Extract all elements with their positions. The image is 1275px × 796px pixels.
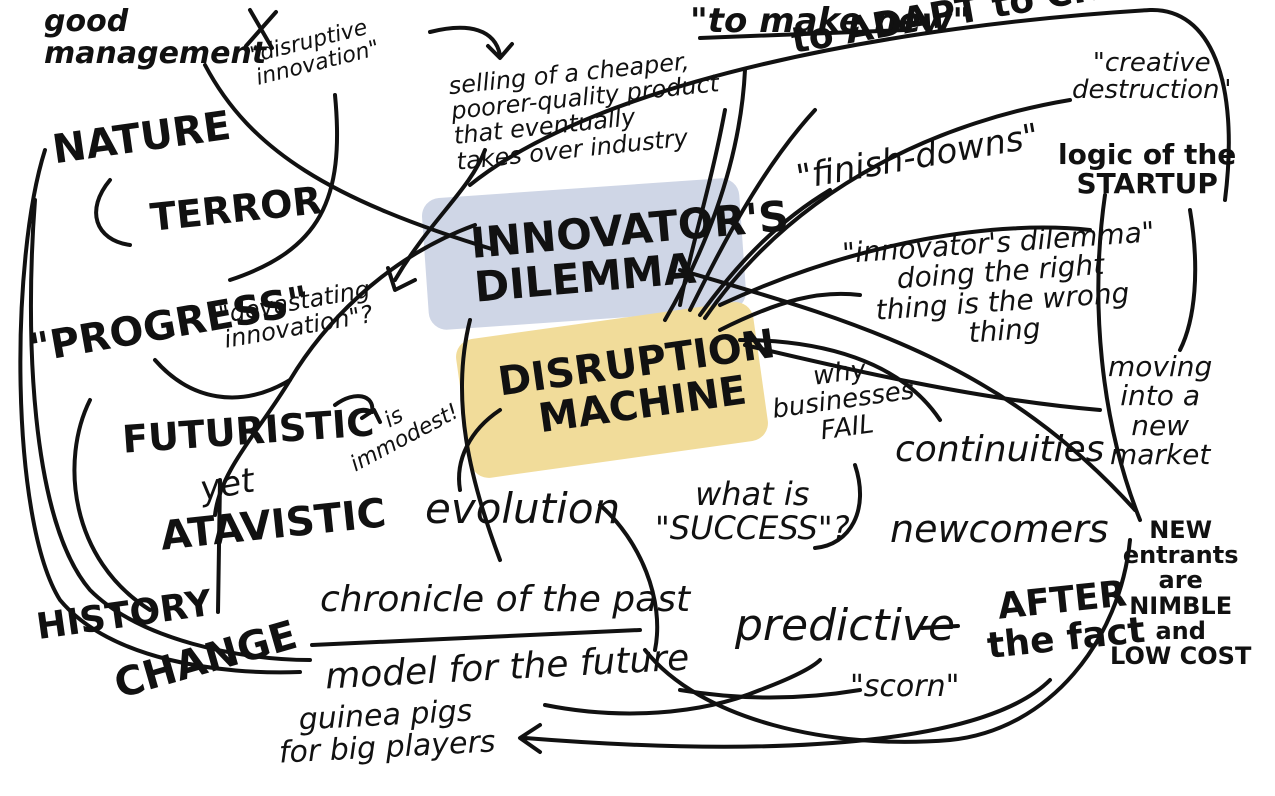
note-logic-of-the-startup: logic of the STARTUP	[1058, 138, 1237, 201]
arrow-immodest	[333, 394, 382, 424]
spoke-new-market	[743, 343, 1102, 412]
note-good-management: good management	[44, 4, 267, 71]
note-innovators-dilemma-quote: "innovator's dilemma" doing the right th…	[841, 215, 1156, 350]
line-selling-to-finish	[678, 108, 727, 307]
spoke-logic-right	[718, 225, 1092, 307]
x-mark-stroke	[244, 8, 278, 50]
arrow-disruptive-to-selling	[428, 25, 514, 60]
arc-selling-to-creative	[468, 7, 1231, 202]
line-dilemma-vertical	[460, 318, 502, 562]
spoke-finish	[698, 188, 832, 317]
underline-make-new	[698, 28, 907, 40]
sweep-predictive	[543, 658, 822, 716]
spoke-startup	[703, 98, 1072, 320]
line-startup-to-moving	[1178, 208, 1198, 352]
note-continuities: continuities	[895, 429, 1105, 470]
spoke-dilemma-quote	[718, 291, 862, 332]
line-progress-to-disruptive	[228, 93, 340, 282]
loop-nature-inner	[28, 198, 312, 662]
note-to-make-new: "to make new"	[690, 1, 971, 41]
note-predictive: predictive	[735, 600, 956, 651]
line-dilemma-to-futuristic	[213, 223, 477, 517]
line-predictive-after	[920, 624, 960, 630]
note-newcomers: newcomers	[890, 507, 1109, 551]
line-right-vertical	[1096, 193, 1142, 522]
line-selling-to-disruption	[663, 68, 747, 322]
note-what-is-success: what is "SUCCESS"?	[655, 475, 850, 547]
underline-chronicle	[310, 628, 642, 647]
curve-evolution-to-model	[598, 503, 660, 652]
line-fail-to-success	[813, 463, 862, 550]
note-chronicle-of-the-past: chronicle of the past	[320, 579, 691, 620]
note-scorn: "scorn"	[850, 669, 960, 704]
terror-bracket	[94, 178, 132, 247]
arrow-guinea-pigs	[518, 678, 1052, 754]
sweep-scorn	[678, 688, 862, 700]
line-futuristic-to-history	[72, 398, 152, 612]
note-evolution: evolution	[425, 484, 621, 533]
note-yet: yet	[196, 460, 258, 510]
note-creative-destruction: "creative destruction"	[1072, 48, 1232, 106]
spoke-continuities	[738, 338, 942, 422]
note-moving-into-new-market: moving into a new market	[1108, 350, 1213, 472]
arc-progress-to-futuristic	[153, 358, 292, 400]
spoke-adapt	[688, 108, 817, 312]
line-management-to-dilemma	[203, 63, 497, 252]
line-disruption-to-evolution	[457, 408, 502, 492]
note-guinea-pigs: guinea pigs for big players	[278, 693, 497, 771]
note-after-the-fact: AFTER the fact	[985, 573, 1147, 667]
loop-nature-history	[18, 148, 302, 675]
note-new-entrants: NEW entrants are NIMBLE and LOW COST	[1110, 516, 1252, 670]
line-futuristic-to-atavistic	[216, 478, 222, 614]
